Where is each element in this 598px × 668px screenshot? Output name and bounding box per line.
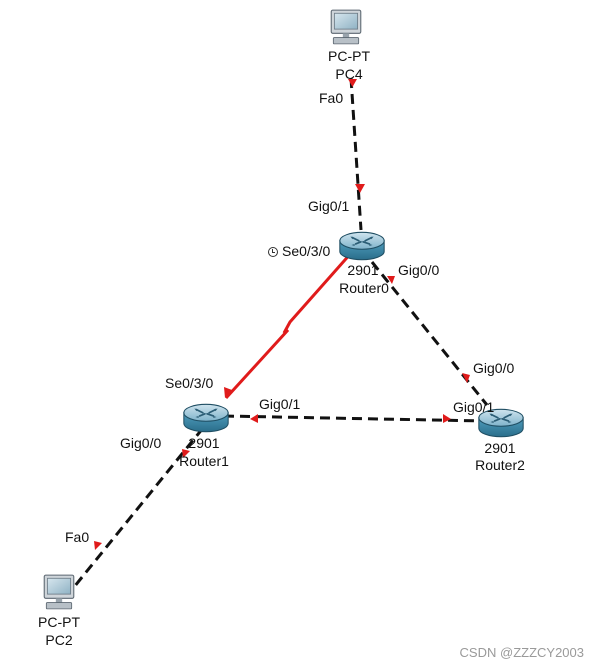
link-router0-router1-serial[interactable] (224, 251, 354, 400)
router2-model-label: 2901 (484, 440, 516, 456)
device-pc4[interactable] (330, 9, 362, 45)
watermark: CSDN @ZZZCY2003 (459, 645, 584, 660)
pc2-name-label: PC2 (45, 632, 73, 648)
port-indicator-router1-se030 (224, 387, 232, 398)
router1-name-label: Router1 (179, 453, 229, 469)
pc-icon[interactable] (43, 574, 75, 610)
port-indicator-router2-gig00 (462, 373, 470, 383)
pc4-name-label: PC4 (335, 66, 363, 82)
pc-icon[interactable] (330, 9, 362, 45)
device-pc2[interactable] (43, 574, 75, 610)
router1-model-label: 2901 (188, 435, 220, 451)
pc2-model-label: PC-PT (38, 614, 80, 630)
port-label-router0-gig01: Gig0/1 (308, 198, 350, 214)
port-indicator-router1-gig00 (182, 449, 190, 458)
port-indicator-router1-gig01 (250, 414, 258, 423)
links-layer (68, 77, 489, 593)
port-label-router2-gig01: Gig0/1 (453, 399, 495, 415)
device-router0[interactable] (338, 231, 386, 261)
port-label-pc4-fa0: Fa0 (319, 90, 344, 106)
router-icon[interactable] (338, 231, 386, 261)
router2-name-label: Router2 (475, 457, 525, 473)
port-label-router1-gig00: Gig0/0 (120, 435, 162, 451)
link-pc4-router0[interactable] (349, 77, 363, 231)
router-icon[interactable] (182, 403, 230, 433)
port-indicator-pc2-fa0 (94, 541, 102, 550)
port-label-router2-gig00: Gig0/0 (473, 360, 515, 376)
port-label-router1-gig01: Gig0/1 (259, 396, 301, 412)
device-router1[interactable] (182, 403, 230, 433)
link-router1-router2[interactable] (223, 414, 486, 423)
port-label-router1-se030: Se0/3/0 (165, 375, 214, 391)
link-router1-pc2[interactable] (68, 427, 205, 593)
port-label-pc2-fa0: Fa0 (65, 529, 90, 545)
port-label-router0-se030: Se0/3/0 (268, 243, 330, 259)
port-indicator-router0-gig00 (387, 276, 395, 284)
pc4-model-label: PC-PT (328, 48, 370, 64)
router0-model-label: 2901 (347, 262, 379, 278)
port-label-router0-gig00: Gig0/0 (398, 262, 440, 278)
port-indicator-router2-gig01 (443, 414, 451, 423)
port-indicator-router0-gig01 (355, 184, 365, 193)
port-label-text: Se0/3/0 (282, 243, 331, 259)
router0-name-label: Router0 (339, 280, 389, 296)
port-indicator-pc4-fa0 (348, 79, 357, 87)
clock-icon (268, 247, 278, 257)
link-router0-router2[interactable] (370, 261, 489, 406)
